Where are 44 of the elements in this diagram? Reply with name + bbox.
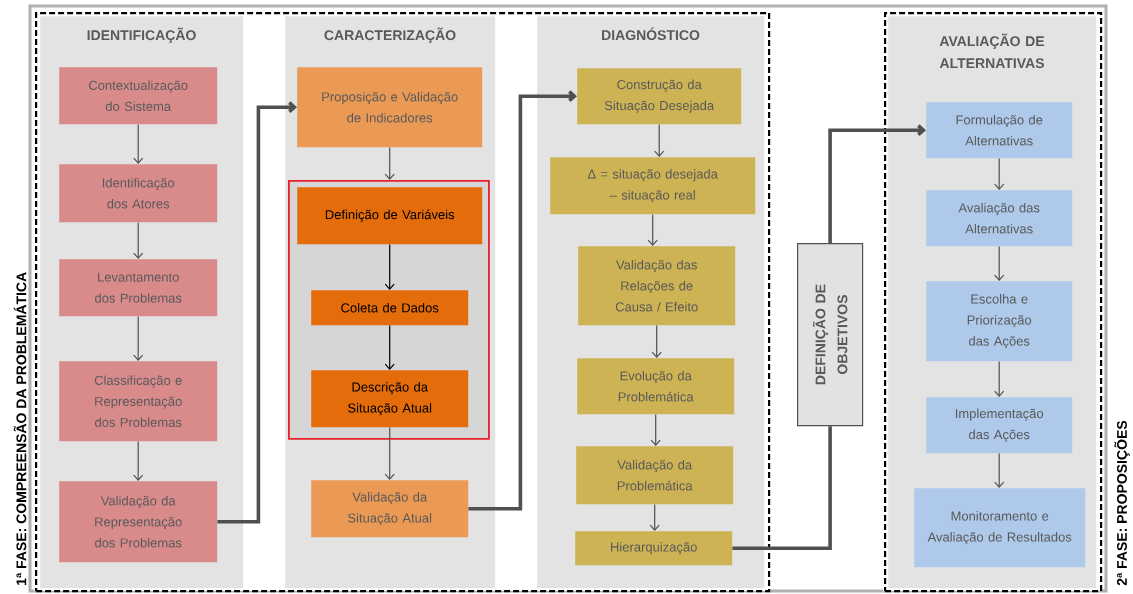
- process-box: Validação da Situação Atual: [311, 480, 469, 538]
- process-box: Identificação dos Atores: [59, 164, 218, 223]
- arrow: [468, 90, 577, 511]
- process-box: Evolução da Problemática: [577, 358, 735, 415]
- arrow: [828, 124, 926, 243]
- objective-box: DEFINIÇÃO DE OBJETIVOS: [797, 243, 864, 427]
- arrow: [649, 503, 660, 531]
- process-box: Hierarquização: [575, 531, 733, 566]
- process-box: Implementação das Ações: [926, 397, 1073, 454]
- process-box: Contextualização do Sistema: [59, 67, 218, 125]
- process-box: Validação da Problemática: [576, 446, 734, 505]
- process-box: Monitoramento e Avaliação de Resultados: [914, 488, 1086, 568]
- arrow: [384, 146, 395, 180]
- arrow: [994, 157, 1005, 190]
- process-box: Definição de Variáveis: [297, 187, 483, 245]
- process-box: Proposição e Validação de Indicadores: [297, 67, 483, 148]
- process-box: Construção da Situação Desejada: [577, 68, 742, 125]
- process-box: Avaliação das Alternativas: [926, 190, 1073, 247]
- arrow: [654, 123, 665, 157]
- arrow: [647, 213, 658, 246]
- node-label: 1ª FASE: COMPREENSÃO DA PROBLEMÁTICA: [13, 272, 27, 585]
- process-box: Levantamento dos Problemas: [59, 259, 218, 317]
- process-box: Validação da Representação dos Problemas: [59, 481, 218, 563]
- arrow: [384, 324, 395, 370]
- arrow: [994, 360, 1005, 397]
- arrow: [217, 101, 297, 524]
- process-box: Coleta de Dados: [311, 290, 469, 326]
- arrow: [384, 426, 395, 480]
- arrow: [994, 452, 1005, 488]
- arrow: [133, 440, 144, 481]
- arrow: [133, 123, 144, 164]
- process-box: Validação das Relações de Causa / Efeito: [578, 246, 736, 326]
- arrow: [133, 315, 144, 361]
- process-box: Descrição da Situação Atual: [311, 370, 469, 428]
- process-box: Escolha e Priorização das Ações: [926, 281, 1073, 362]
- arrow: [650, 413, 661, 446]
- arrow: [384, 243, 395, 290]
- node-label: 2ª FASE: PROPOSIÇÕES: [1114, 420, 1130, 586]
- arrow: [651, 324, 662, 358]
- process-box: Formulação de Alternativas: [926, 102, 1073, 159]
- process-box: Classificação e Representação dos Problemas: [59, 361, 218, 442]
- process-box: Δ = situação desejada – situação real: [550, 157, 756, 215]
- arrow: [133, 221, 144, 259]
- arrow: [994, 245, 1005, 281]
